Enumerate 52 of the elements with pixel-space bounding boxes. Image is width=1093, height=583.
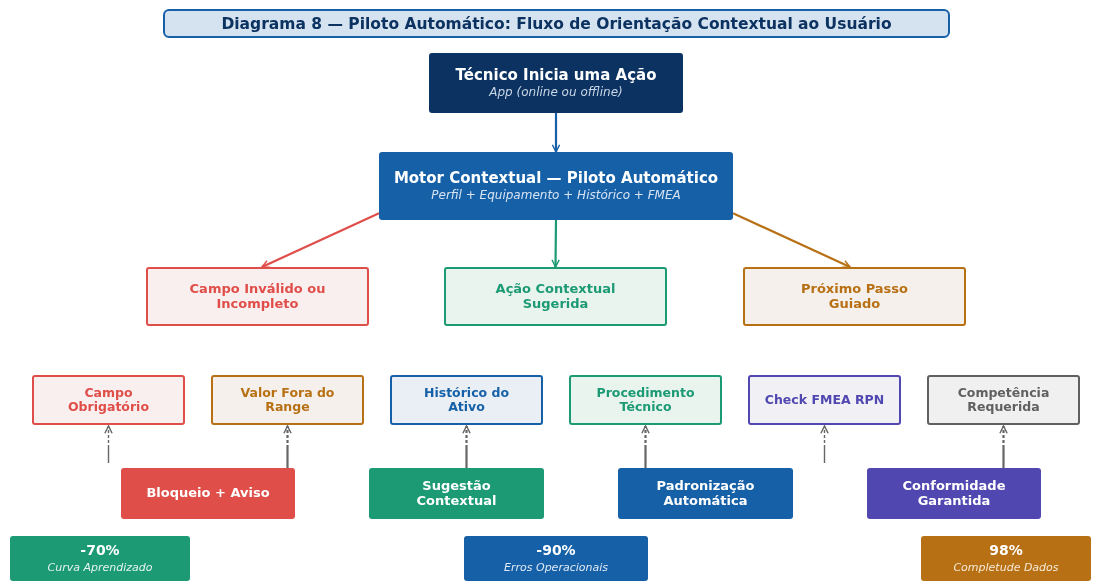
node-title: Sugestão Contextual bbox=[415, 479, 498, 508]
node-title: Próximo Passo Guiado bbox=[799, 282, 910, 311]
metric-box bbox=[10, 536, 190, 581]
arrow bbox=[732, 212, 851, 268]
metric-box bbox=[921, 536, 1091, 581]
arrow bbox=[104, 425, 113, 464]
branch-box bbox=[444, 267, 667, 326]
outcome-box bbox=[867, 468, 1041, 519]
diagram-title: Diagrama 8 — Piloto Automático: Fluxo de Orientação Contextual ao Usuário bbox=[163, 9, 950, 38]
check-box bbox=[748, 375, 901, 425]
node-title: Check FMEA RPN bbox=[763, 393, 886, 407]
arrow bbox=[283, 425, 292, 468]
arrow bbox=[999, 425, 1008, 468]
node-title: Competência Requerida bbox=[956, 386, 1051, 414]
node-title: Valor Fora do Range bbox=[239, 386, 336, 414]
check-box bbox=[569, 375, 722, 425]
arrow bbox=[551, 220, 560, 268]
node-title: Procedimento Técnico bbox=[595, 386, 696, 414]
arrow bbox=[820, 425, 829, 464]
node-title: -70% bbox=[79, 543, 121, 559]
arrow bbox=[261, 212, 380, 268]
check-box bbox=[32, 375, 185, 425]
node-title: Bloqueio + Aviso bbox=[145, 486, 271, 501]
engine-box bbox=[379, 152, 733, 220]
check-box bbox=[927, 375, 1080, 425]
node-title: 98% bbox=[988, 543, 1024, 559]
node-title: Padronização Automática bbox=[655, 479, 756, 508]
node-title: Ação Contextual Sugerida bbox=[494, 282, 617, 311]
node-title: Conformidade Garantida bbox=[901, 479, 1007, 508]
node-subtitle: Completude Dados bbox=[952, 560, 1060, 574]
node-subtitle: Perfil + Equipamento + Histórico + FMEA bbox=[430, 188, 682, 203]
outcome-box bbox=[369, 468, 544, 519]
check-box bbox=[390, 375, 543, 425]
node-title: -90% bbox=[535, 543, 577, 559]
outcome-box bbox=[121, 468, 295, 519]
node-subtitle: Erros Operacionais bbox=[503, 560, 609, 574]
start-box bbox=[429, 53, 683, 113]
node-title: Histórico do Ativo bbox=[422, 386, 511, 414]
branch-box bbox=[146, 267, 369, 326]
outcome-box bbox=[618, 468, 793, 519]
metric-box bbox=[464, 536, 648, 581]
node-title: Técnico Inicia uma Ação bbox=[454, 66, 658, 84]
node-title: Campo Obrigatório bbox=[67, 386, 150, 414]
arrow bbox=[641, 425, 650, 468]
node-title: Motor Contextual — Piloto Automático bbox=[392, 169, 720, 187]
arrow bbox=[551, 113, 561, 153]
arrow bbox=[462, 425, 471, 468]
branch-box bbox=[743, 267, 966, 326]
check-box bbox=[211, 375, 364, 425]
node-subtitle: App (online ou offline) bbox=[488, 85, 624, 100]
node-subtitle: Curva Aprendizado bbox=[46, 560, 154, 574]
node-title: Campo Inválido ou Incompleto bbox=[188, 282, 327, 311]
